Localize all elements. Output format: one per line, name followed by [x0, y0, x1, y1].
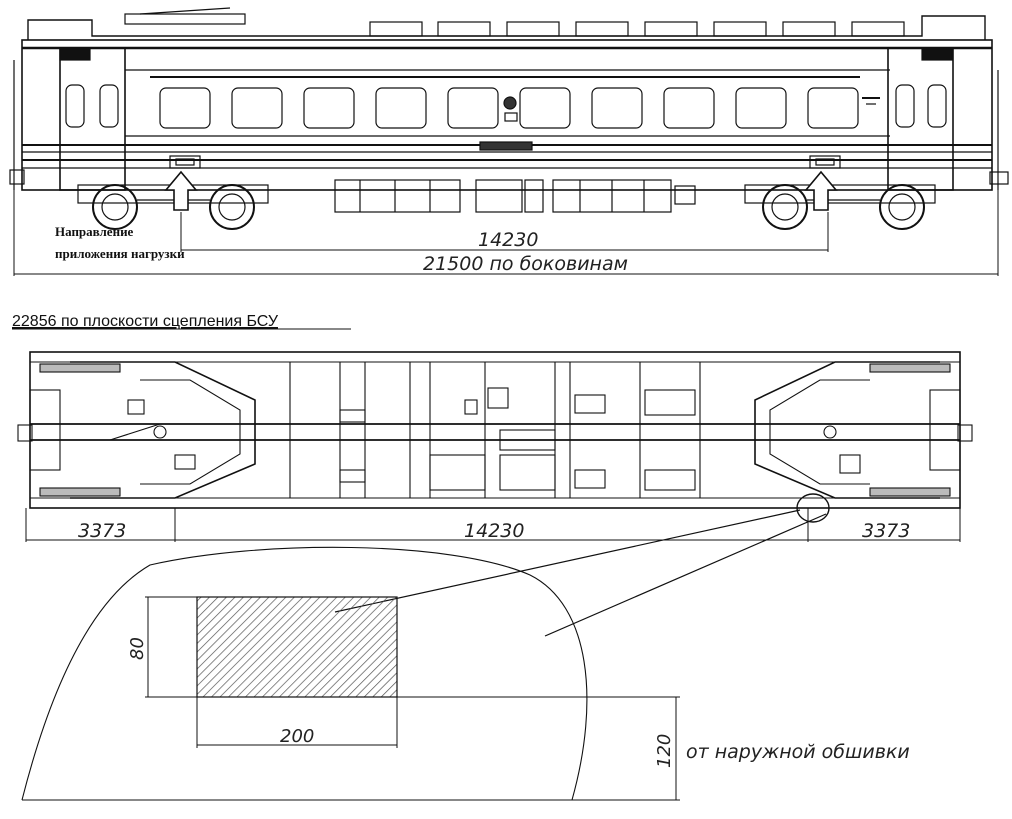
frame-dim-middle: 14230 — [464, 520, 524, 542]
roof-ventilators — [369, 21, 905, 37]
dim-sides: 21500 по боковинам — [423, 253, 628, 275]
detail-dim-offset: 120 — [654, 734, 675, 768]
car-side-view — [9, 7, 1009, 230]
load-arrow-right — [804, 170, 838, 211]
frame-dim-right: 3373 — [862, 520, 910, 542]
bogie-left — [77, 184, 269, 230]
frame-plan-view — [17, 351, 973, 523]
car-windows — [159, 87, 859, 129]
detail-callout-circle — [796, 493, 830, 523]
offset-note: от наружной обшивки — [686, 741, 910, 763]
detail-view — [21, 546, 680, 801]
emblem-icon — [503, 96, 517, 110]
underframe-equipment — [334, 179, 696, 213]
roof-equipment — [124, 13, 246, 25]
load-point-left — [169, 155, 201, 169]
load-direction-label-line2: приложения нагрузки — [55, 246, 185, 261]
bogie-right — [744, 184, 936, 230]
detail-dim-width: 200 — [280, 726, 314, 747]
detail-dim-height: 80 — [127, 637, 148, 660]
detail-leader-lines — [334, 509, 827, 637]
load-point-right — [809, 155, 841, 169]
load-pad-hatched — [196, 596, 398, 698]
top-dimensions — [13, 190, 999, 276]
frame-dimensions — [25, 508, 961, 542]
load-arrow-left — [164, 170, 198, 211]
frame-dim-left: 3373 — [78, 520, 126, 542]
load-direction-label-line1: Направление — [55, 224, 134, 239]
coupling-plane-label: 22856 по плоскости сцепления БСУ — [12, 313, 279, 330]
dim-bogie-centers: 14230 — [478, 229, 538, 251]
